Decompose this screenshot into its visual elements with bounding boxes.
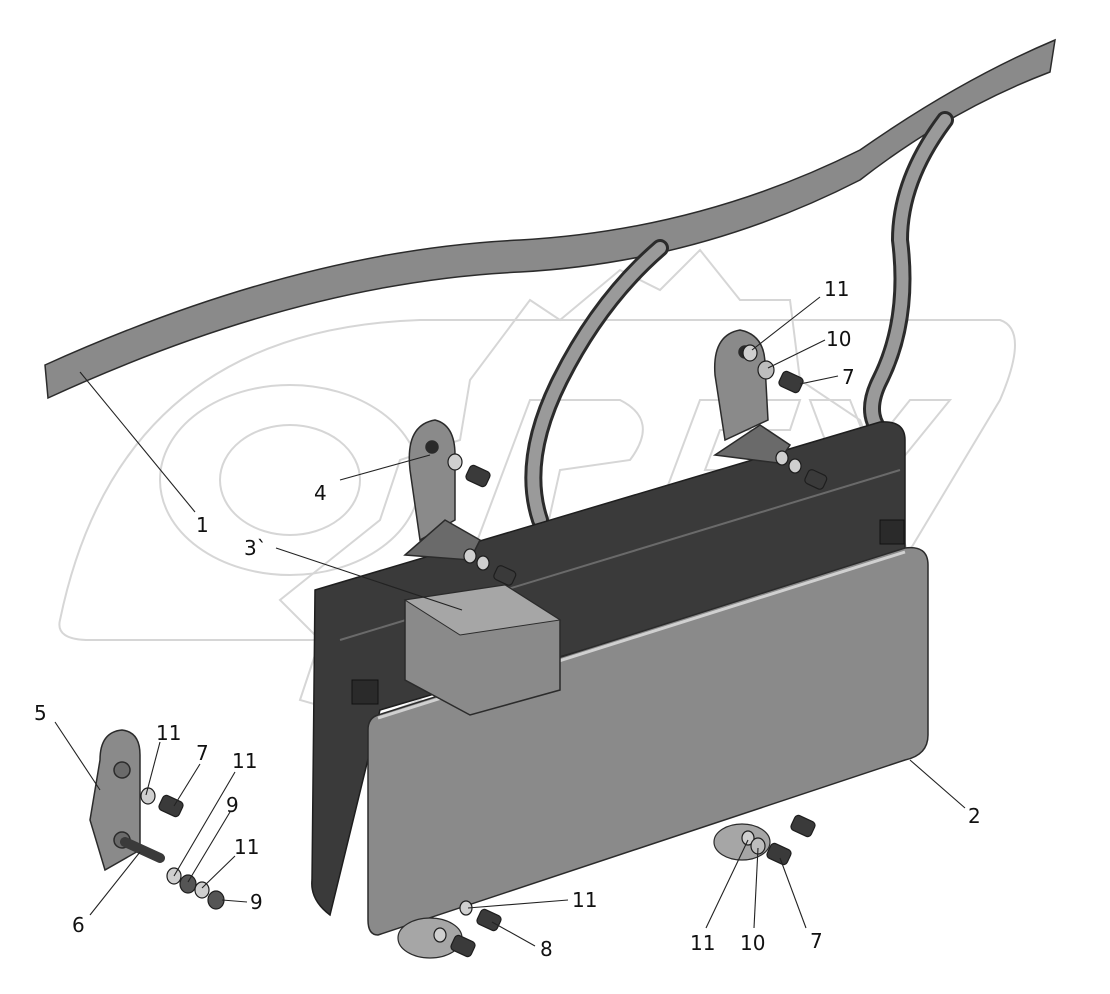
callout-11-bottom: 11 — [572, 888, 597, 912]
bottom-bracket-left — [397, 917, 463, 959]
callout-6: 6 — [72, 913, 85, 937]
part-1-frame-band — [44, 38, 1056, 400]
callout-10-upper: 10 — [826, 327, 851, 351]
callout-7-upper: 7 — [842, 365, 855, 389]
bolt-7-upper — [778, 370, 804, 394]
leader-lines — [54, 296, 966, 947]
callout-9-upper: 9 — [226, 793, 239, 817]
callout-11-lower-right: 11 — [690, 931, 715, 955]
callout-3: 3` — [244, 536, 267, 560]
part-2-control-unit — [311, 421, 929, 936]
callout-7-lower: 7 — [810, 929, 823, 953]
washer-10-upper — [757, 360, 775, 380]
callout-7-left: 7 — [196, 741, 209, 765]
watermark-letter-p — [468, 399, 644, 561]
callout-11-top: 11 — [824, 277, 849, 301]
watermark-letter-o-inner — [159, 384, 421, 576]
callout-9-lower: 9 — [250, 890, 263, 914]
callout-5: 5 — [34, 701, 47, 725]
callout-2: 2 — [968, 804, 981, 828]
callout-10-lower: 10 — [740, 931, 765, 955]
callout-11-left-b: 11 — [232, 749, 257, 773]
bolt-6 — [120, 837, 165, 863]
callout-labels: 1 2 3` 4 5 6 7 7 7 8 9 9 10 10 11 11 11 … — [34, 277, 981, 961]
part-5-bracket — [89, 729, 141, 872]
part-4-bracket-left — [403, 419, 481, 561]
part-3-connector — [403, 584, 562, 716]
callout-11-left-a: 11 — [156, 721, 181, 745]
callout-11-left-c: 11 — [234, 835, 259, 859]
callout-4: 4 — [314, 481, 327, 505]
callout-8: 8 — [540, 937, 553, 961]
hardware-fasteners — [120, 344, 828, 958]
callout-1: 1 — [196, 513, 209, 537]
